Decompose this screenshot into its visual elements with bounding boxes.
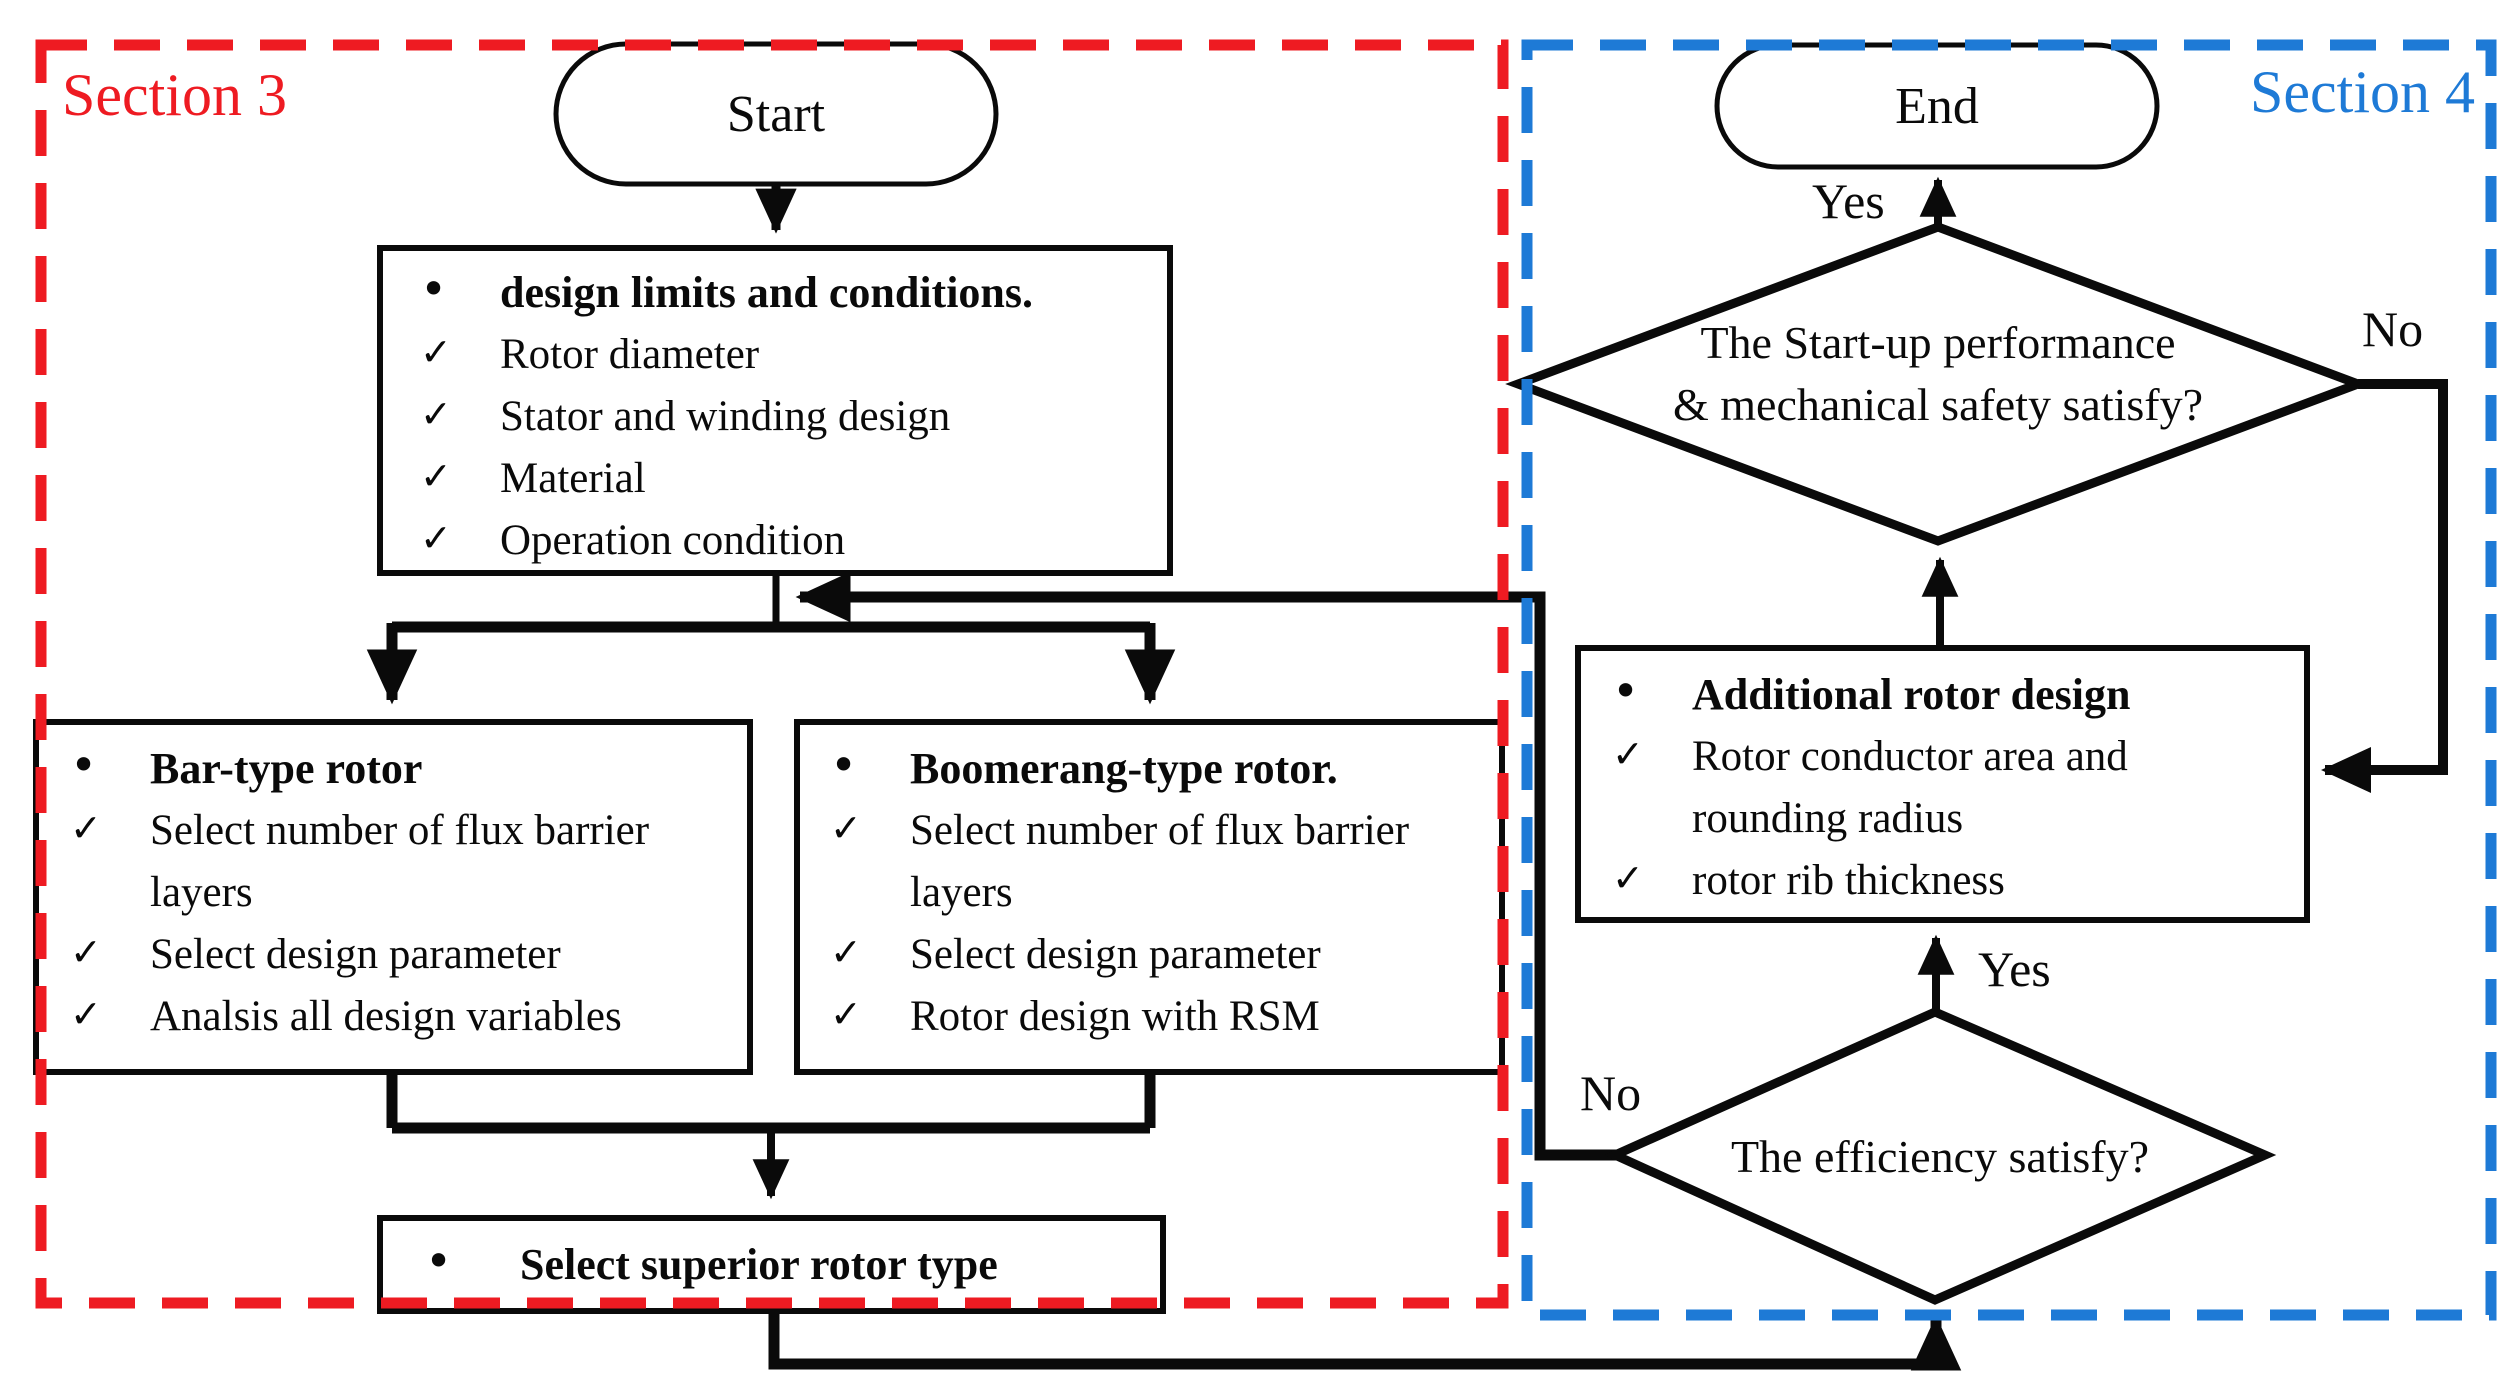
boomerang-rotor-title-row: • Boomerang-type rotor.: [830, 738, 1480, 800]
boomerang-rotor-item-row: ✓ Rotor design with RSM: [830, 986, 1480, 1048]
bullet-icon: •: [425, 1234, 453, 1288]
select-superior-box-shape: [377, 1215, 1166, 1314]
design-limits-item: Material: [500, 455, 646, 502]
bar-rotor-title: Bar-type rotor: [150, 744, 423, 793]
efficiency-no-label: No: [1580, 1065, 1642, 1121]
bullet-icon: •: [70, 738, 98, 792]
startup-no-label: No: [2362, 301, 2424, 357]
startup-check-line1: The Start-up performance: [1700, 317, 2176, 368]
additional-design-item-row: ✓ rotor rib thickness: [1612, 850, 2292, 912]
bullet-icon: •: [830, 738, 858, 792]
design-limits-box: • design limits and conditions. ✓ Rotor …: [420, 262, 1150, 572]
startup-yes-label: Yes: [1812, 173, 1885, 229]
start-node-label: Start: [726, 86, 826, 143]
section3-label: Section 3: [62, 62, 287, 128]
end-node-label: End: [1895, 78, 1979, 135]
boomerang-rotor-box: • Boomerang-type rotor. ✓ Select number …: [830, 738, 1480, 1048]
design-limits-item-row: ✓ Material: [420, 448, 1150, 510]
additional-design-box-shape: [1575, 645, 2310, 923]
boomerang-rotor-item: Select design parameter: [910, 931, 1321, 978]
additional-design-item: Rotor conductor area and rounding radius: [1692, 733, 2128, 842]
edge-startup-no: [2320, 379, 2448, 793]
check-icon: ✓: [420, 330, 452, 374]
boomerang-rotor-item-row: ✓ Select design parameter: [830, 924, 1480, 986]
design-limits-item: Stator and winding design: [500, 393, 951, 440]
check-icon: ✓: [420, 516, 452, 560]
bar-rotor-item-row: ✓ Select design parameter: [70, 924, 730, 986]
efficiency-yes-label: Yes: [1978, 941, 2051, 997]
startup-check-line2: & mechanical safety satisfy?: [1672, 379, 2204, 430]
bullet-icon: •: [1612, 664, 1640, 718]
boomerang-rotor-item-row: ✓ Select number of flux barrier layers: [830, 800, 1480, 924]
efficiency-check-text: The efficiency satisfy?: [1730, 1131, 2150, 1182]
design-limits-title: design limits and conditions.: [500, 268, 1034, 317]
bar-rotor-item-row: ✓ Analsis all design variables: [70, 986, 730, 1048]
design-limits-item-row: ✓ Stator and winding design: [420, 386, 1150, 448]
select-superior-box: • Select superior rotor type: [425, 1234, 1125, 1296]
design-limits-box-shape: [377, 245, 1173, 576]
additional-design-title: Additional rotor design: [1692, 670, 2131, 719]
check-icon: ✓: [70, 930, 102, 974]
boomerang-rotor-item: Select number of flux barrier layers: [910, 807, 1410, 916]
bullet-icon: •: [420, 262, 448, 316]
bar-rotor-item-row: ✓ Select number of flux barrier layers: [70, 800, 730, 924]
section4-label: Section 4: [2250, 59, 2475, 125]
bar-rotor-item: Analsis all design variables: [150, 993, 622, 1040]
boomerang-rotor-item: Rotor design with RSM: [910, 993, 1320, 1040]
additional-design-box: • Additional rotor design ✓ Rotor conduc…: [1612, 664, 2292, 912]
additional-design-item: rotor rib thickness: [1692, 857, 2005, 904]
edge-efficiency-no-feedback: [795, 571, 1622, 1161]
section4-border: [1521, 39, 2497, 1321]
check-icon: ✓: [830, 992, 862, 1036]
bar-rotor-item: Select design parameter: [150, 931, 561, 978]
check-icon: ✓: [420, 454, 452, 498]
additional-design-item-row: ✓ Rotor conductor area and rounding radi…: [1612, 726, 2292, 850]
section3-border: [35, 39, 1509, 1309]
design-limits-item-row: ✓ Rotor diameter: [420, 324, 1150, 386]
design-limits-item: Operation condition: [500, 517, 846, 564]
check-icon: ✓: [830, 806, 862, 850]
check-icon: ✓: [830, 930, 862, 974]
check-icon: ✓: [70, 992, 102, 1036]
bar-rotor-box: • Bar-type rotor ✓ Select number of flux…: [70, 738, 730, 1048]
select-superior-title: Select superior rotor type: [520, 1240, 998, 1289]
boomerang-rotor-box-shape: [794, 719, 1505, 1075]
check-icon: ✓: [1612, 856, 1644, 900]
design-limits-item-row: ✓ Operation condition: [420, 510, 1150, 572]
bar-rotor-item: Select number of flux barrier layers: [150, 807, 650, 916]
additional-design-title-row: • Additional rotor design: [1612, 664, 2292, 726]
design-limits-title-row: • design limits and conditions.: [420, 262, 1150, 324]
bar-rotor-title-row: • Bar-type rotor: [70, 738, 730, 800]
edge-select-to-efficiency: [768, 1309, 1962, 1371]
design-limits-item: Rotor diameter: [500, 331, 760, 378]
startup-diamond-shape: [1505, 222, 2371, 546]
check-icon: ✓: [1612, 732, 1644, 776]
check-icon: ✓: [420, 392, 452, 436]
efficiency-diamond-shape: [1604, 1007, 2277, 1305]
boomerang-rotor-title: Boomerang-type rotor.: [910, 744, 1338, 793]
check-icon: ✓: [70, 806, 102, 850]
select-superior-title-row: • Select superior rotor type: [425, 1234, 1125, 1296]
bar-rotor-box-shape: [33, 719, 753, 1075]
startup-check-text: The Start-up performance & mechanical sa…: [1538, 312, 2338, 436]
